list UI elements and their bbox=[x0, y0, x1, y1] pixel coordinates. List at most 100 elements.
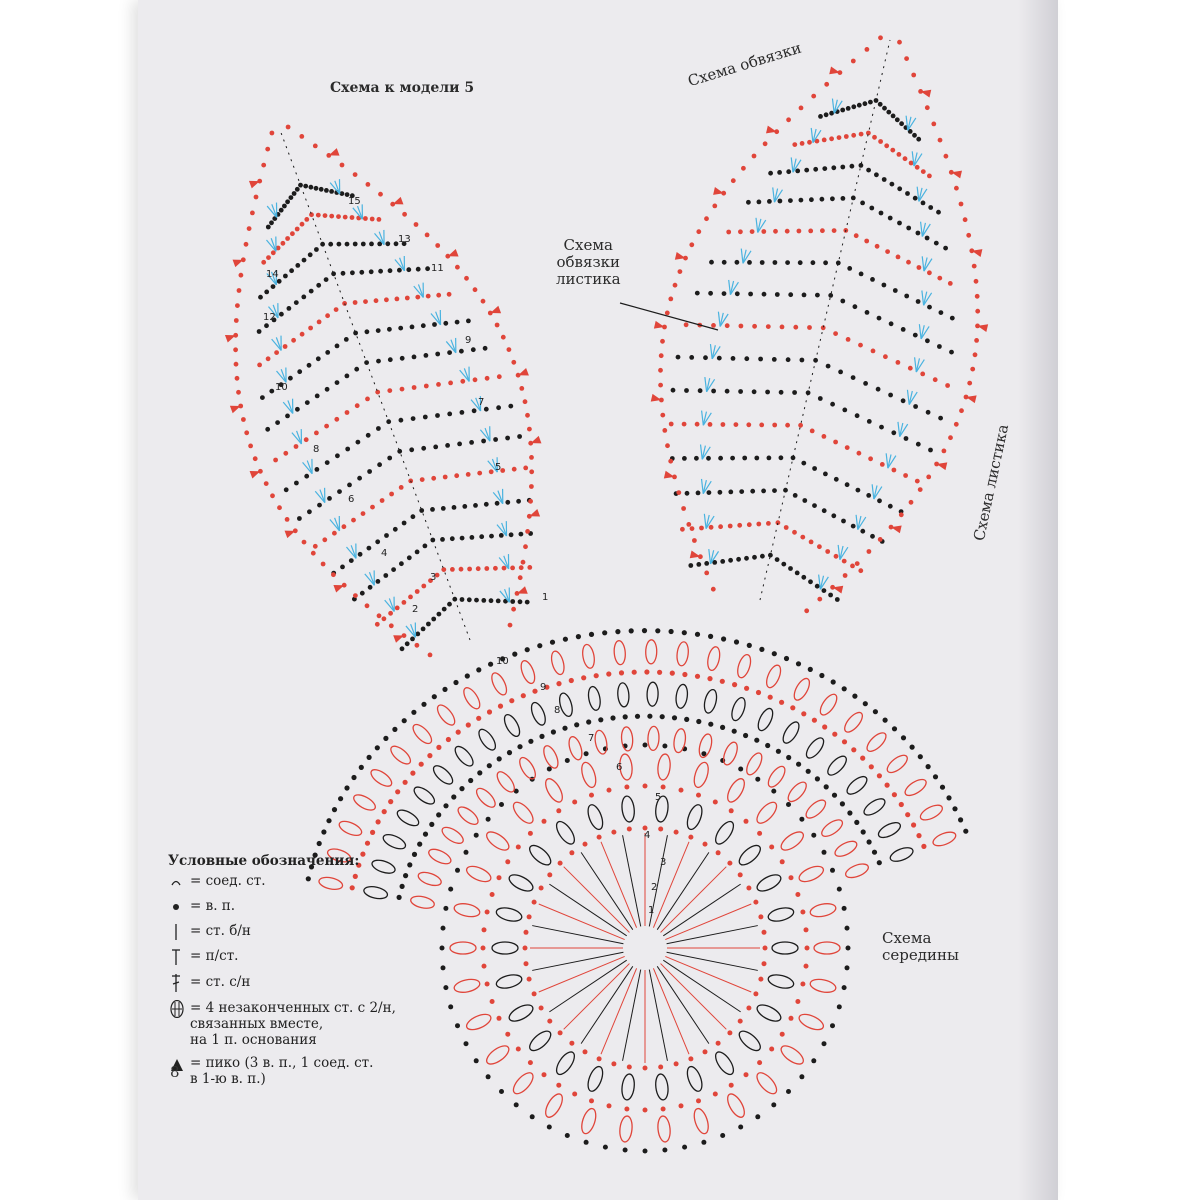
chain-stitch bbox=[517, 744, 523, 750]
row-number: 4 bbox=[644, 830, 650, 841]
chain-stitch bbox=[447, 350, 452, 355]
chain-stitch bbox=[269, 130, 275, 136]
chain-stitch bbox=[905, 812, 911, 818]
double-crochet-stitch bbox=[857, 515, 862, 530]
double-crochet-stitch bbox=[706, 378, 716, 393]
chain-stitch bbox=[626, 826, 632, 832]
chain-stitch bbox=[811, 717, 818, 723]
chain-stitch bbox=[505, 435, 510, 441]
chain-stitch bbox=[391, 567, 396, 572]
chain-stitch bbox=[465, 472, 471, 477]
cluster-stitch bbox=[441, 826, 464, 844]
cluster-stitch bbox=[465, 865, 492, 883]
chain-stitch bbox=[443, 320, 449, 326]
chain-stitch bbox=[678, 1103, 684, 1109]
chain-stitch bbox=[434, 572, 440, 578]
chain-stitch bbox=[489, 999, 495, 1004]
double-crochet-stitch bbox=[899, 423, 909, 437]
chain-stitch bbox=[447, 601, 452, 607]
double-crochet-stitch bbox=[923, 258, 933, 272]
chain-stitch bbox=[715, 1040, 721, 1046]
chain-stitch bbox=[889, 181, 895, 187]
chain-stitch bbox=[424, 232, 430, 238]
chain-stitch bbox=[702, 1049, 708, 1055]
double-crochet-stitch bbox=[729, 281, 739, 295]
double-crochet-stitch bbox=[913, 357, 917, 373]
chain-stitch bbox=[738, 1124, 744, 1130]
cluster-stitch bbox=[370, 769, 393, 787]
chain-stitch bbox=[647, 713, 653, 719]
chain-stitch bbox=[596, 1056, 602, 1062]
chain-stitch bbox=[825, 363, 831, 369]
chain-stitch bbox=[870, 348, 876, 354]
chain-stitch bbox=[531, 991, 537, 997]
chain-stitch bbox=[303, 437, 309, 443]
chain-stitch bbox=[480, 945, 486, 951]
chain-stitch bbox=[308, 184, 314, 190]
cluster-stitch bbox=[798, 865, 825, 883]
chain-stitch bbox=[622, 714, 628, 720]
chain-stitch bbox=[712, 560, 718, 565]
chain-stitch bbox=[851, 104, 857, 110]
chain-stitch bbox=[659, 397, 664, 403]
cluster-stitch bbox=[390, 745, 412, 765]
chain-stitch bbox=[442, 686, 448, 693]
chain-stitch bbox=[390, 201, 396, 207]
cluster-stitch bbox=[371, 859, 396, 874]
chain-stitch bbox=[397, 267, 402, 273]
chain-stitch bbox=[943, 153, 949, 159]
double-crochet-stitch bbox=[919, 221, 923, 237]
chain-stitch bbox=[821, 434, 827, 439]
chain-stitch bbox=[411, 354, 417, 360]
chain-stitch bbox=[694, 455, 699, 461]
chain-stitch bbox=[316, 319, 322, 325]
double-crochet-stitch bbox=[374, 233, 385, 246]
chain-stitch bbox=[854, 819, 860, 826]
double-crochet-stitch bbox=[450, 339, 457, 354]
chain-stitch bbox=[888, 524, 894, 530]
chain-stitch bbox=[314, 247, 319, 252]
chain-stitch bbox=[886, 109, 892, 115]
chain-stitch bbox=[401, 633, 407, 638]
chain-stitch bbox=[798, 105, 804, 111]
chain-stitch bbox=[459, 348, 464, 354]
cluster-stitch bbox=[428, 848, 452, 865]
chain-stitch bbox=[768, 170, 773, 176]
chain-stitch bbox=[458, 566, 464, 572]
chain-stitch bbox=[825, 549, 831, 554]
chain-stitch bbox=[463, 849, 469, 855]
chain-stitch bbox=[872, 709, 879, 715]
chain-stitch bbox=[946, 795, 952, 801]
chain-stitch bbox=[794, 570, 800, 576]
chain-stitch bbox=[772, 422, 778, 428]
chain-stitch bbox=[312, 143, 318, 149]
chain-stitch bbox=[397, 448, 403, 454]
chain-stitch bbox=[746, 522, 752, 528]
double-crochet-stitch bbox=[487, 460, 498, 473]
chain-stitch bbox=[401, 600, 407, 605]
chain-stitch bbox=[788, 875, 794, 881]
chain-stitch bbox=[285, 124, 291, 130]
chain-stitch bbox=[436, 382, 441, 387]
chain-stitch bbox=[860, 829, 866, 835]
double-crochet-stitch bbox=[887, 455, 897, 469]
picot-stitch bbox=[333, 584, 345, 593]
cluster-stitch bbox=[765, 664, 782, 689]
picot-stitch bbox=[663, 470, 675, 479]
double-crochet-stitch bbox=[709, 551, 720, 565]
cluster-stitch bbox=[582, 643, 595, 669]
double-crochet-stitch bbox=[857, 516, 867, 530]
chain-stitch bbox=[759, 260, 765, 265]
chain-stitch bbox=[586, 719, 592, 725]
chain-stitch bbox=[658, 367, 663, 373]
double-crochet-stitch bbox=[319, 489, 326, 503]
legend-item-slip-stitch: = соед. ст. bbox=[168, 873, 428, 891]
chain-stitch bbox=[938, 310, 944, 315]
chain-stitch bbox=[383, 573, 389, 578]
chain-stitch bbox=[388, 610, 393, 616]
double-crochet-stitch bbox=[920, 325, 925, 340]
chain-stitch bbox=[529, 455, 534, 460]
chain-stitch bbox=[759, 422, 765, 428]
cluster-stitch bbox=[657, 753, 671, 781]
chain-stitch bbox=[660, 784, 666, 790]
